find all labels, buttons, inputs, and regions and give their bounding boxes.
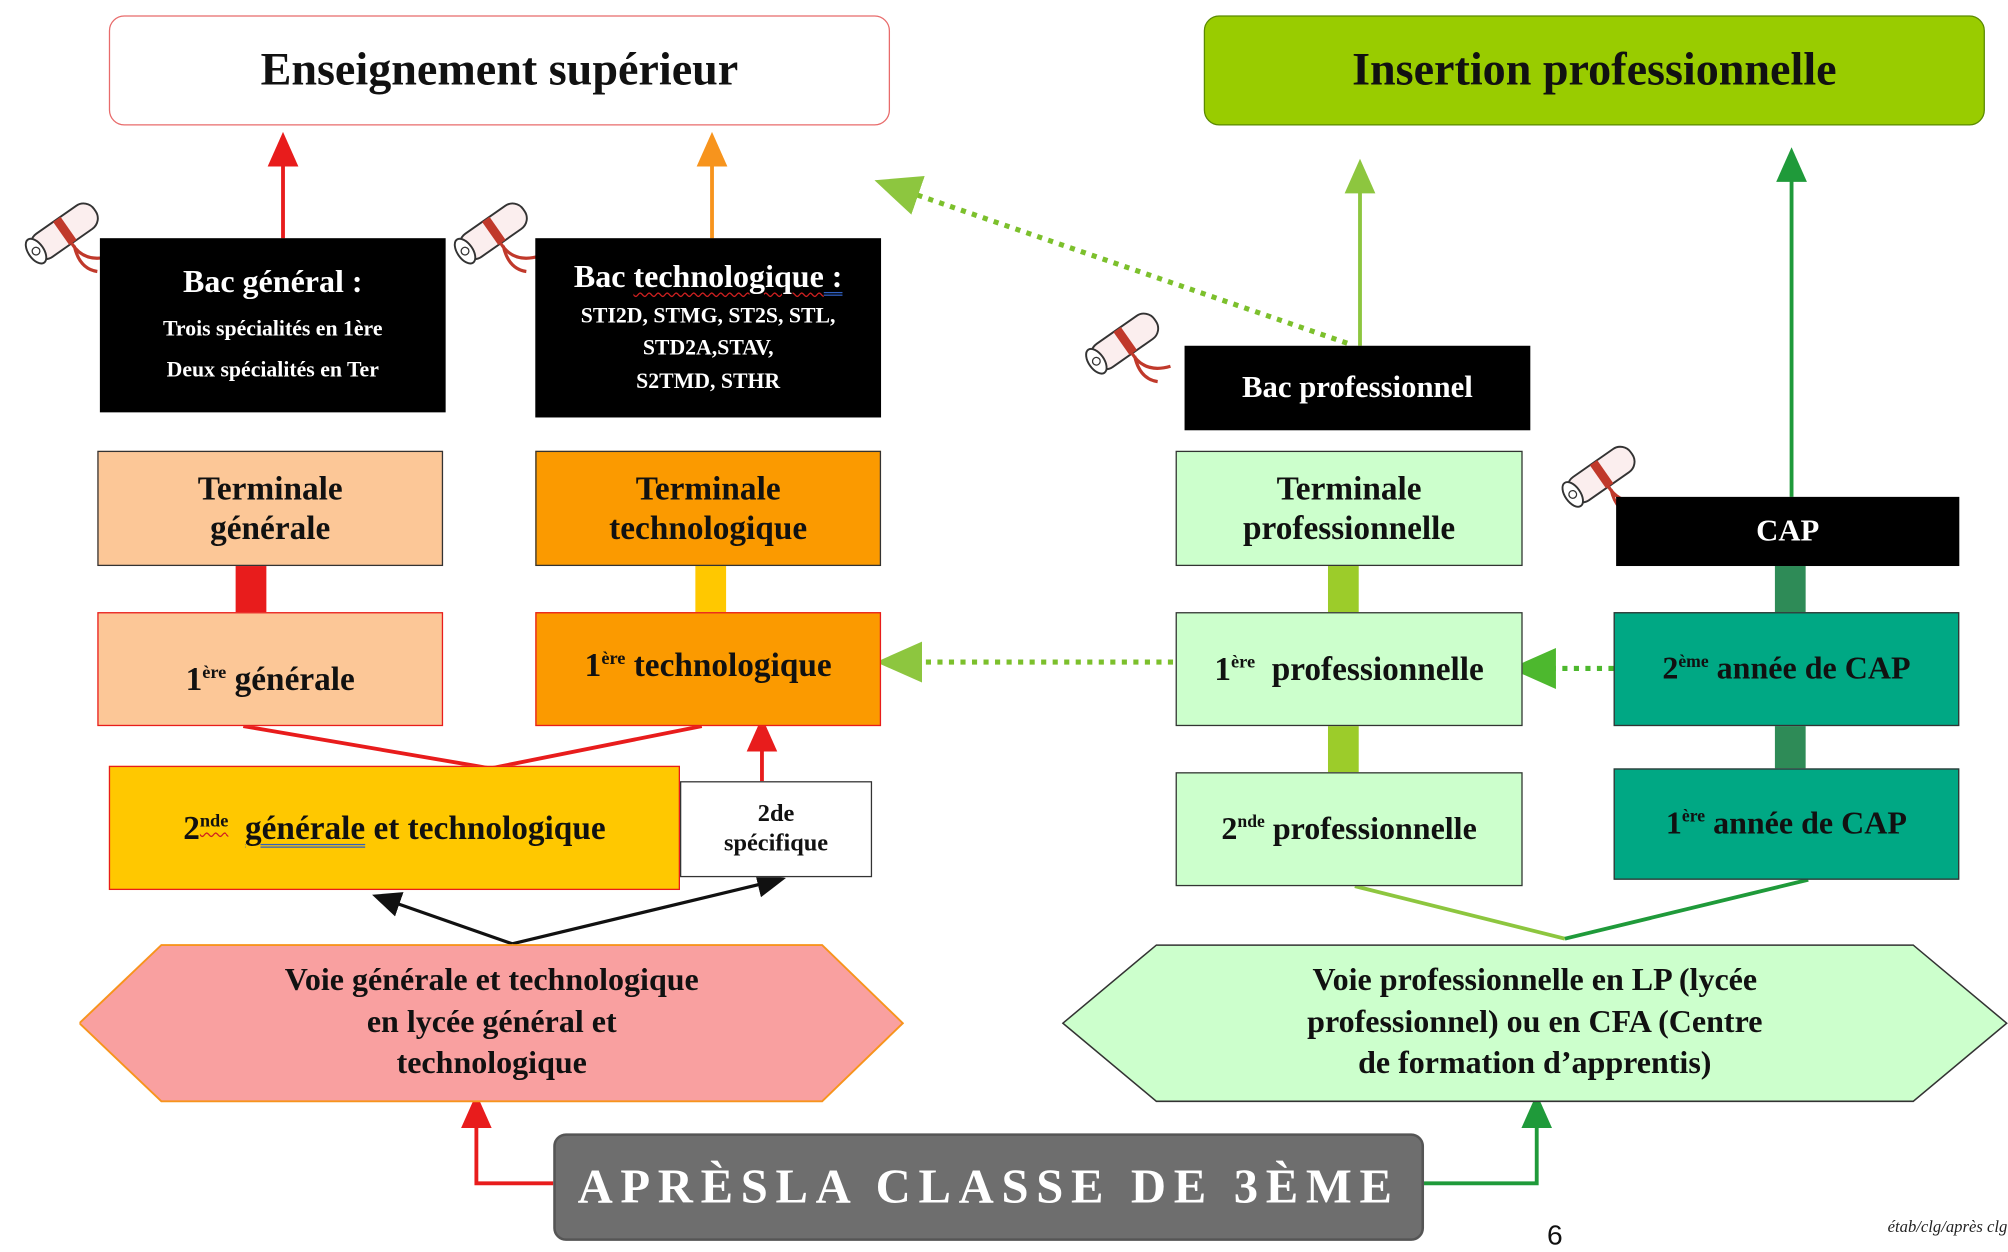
- terminale-technologique-box: Terminale technologique: [535, 450, 882, 567]
- voie-gt-line2: en lycée général et: [366, 1004, 617, 1040]
- premiere-generale-label: 1ère générale: [185, 660, 355, 698]
- link-term-gen-first-gen: [235, 566, 267, 613]
- link-cap1-voie: [1564, 877, 1809, 941]
- bac-general-title: Bac général :: [182, 264, 363, 300]
- terminale-generale-line2: générale: [210, 509, 331, 547]
- bac-techno-line3: S2TMD, STHR: [636, 368, 781, 393]
- header-employment: Insertion professionnelle: [1203, 15, 1985, 126]
- voie-gt-line3: technologique: [396, 1046, 587, 1082]
- hexagon-shape: [1061, 944, 2008, 1103]
- diploma-scroll-icon: [1561, 445, 1648, 517]
- seconde-gt-label: 2nde générale et technologique: [183, 809, 606, 847]
- premiere-professionnelle-box: 1ère professionnelle: [1175, 612, 1523, 727]
- arrow-voie-to-seconde-gt: [372, 892, 513, 946]
- voie-pro-line3: de formation d’apprentis): [1358, 1046, 1712, 1082]
- arrow-apres-to-voie-pro: [1424, 1093, 1553, 1186]
- link-term-tech-first-tech: [695, 566, 727, 613]
- terminale-professionnelle-line2: professionnelle: [1243, 509, 1456, 547]
- apres-classe-3eme-banner: APRÈSLA CLASSE DE 3ÈME: [553, 1133, 1425, 1241]
- seconde-specifique-line1: 2de: [757, 799, 795, 827]
- header-higher-education: Enseignement supérieur: [108, 15, 891, 126]
- bac-general-box: Bac général : Trois spécialités en 1ère …: [99, 238, 446, 413]
- link-second-pro-voie: [1354, 884, 1566, 941]
- seconde-pro-label: 2nde professionnelle: [1221, 810, 1477, 846]
- cap-first-year-label: 1ère année de CAP: [1665, 805, 1907, 841]
- voie-gt-label: Voie générale et technologique en lycée …: [79, 944, 904, 1103]
- arrow-apres-to-voie-gt: [461, 1093, 554, 1186]
- apres-classe-3eme-label: APRÈSLA CLASSE DE 3ÈME: [577, 1160, 1400, 1215]
- bac-techno-title: Bac technologique :: [574, 258, 843, 296]
- seconde-specifique-box: 2de spécifique: [679, 781, 873, 878]
- voie-professionnelle-hexagon: Voie professionnelle en LP (lycée profes…: [1061, 944, 2008, 1103]
- diploma-scroll-icon: [1085, 312, 1171, 384]
- cap-first-year-box: 1ère année de CAP: [1613, 768, 1960, 880]
- hexagon-shape: [79, 944, 905, 1103]
- bac-general-line1: Trois spécialités en 1ère: [163, 315, 383, 341]
- link-seconde-first-gen: [242, 724, 703, 771]
- premiere-technologique-label: 1ère technologique: [584, 646, 832, 684]
- bac-techno-line2: STD2A,STAV,: [642, 335, 774, 361]
- link-cap-cap2: [1774, 566, 1806, 613]
- arrow-voie-to-seconde-spec: [511, 872, 786, 946]
- voie-generale-technologique-hexagon: Voie générale et technologique en lycée …: [79, 944, 905, 1103]
- terminale-professionnelle-box: Terminale professionnelle: [1175, 450, 1523, 567]
- voie-gt-line1: Voie générale et technologique: [284, 963, 699, 998]
- bac-pro-box: Bac professionnel: [1184, 345, 1531, 431]
- footer-reference: étab/clg/après clg: [1887, 1216, 2008, 1236]
- page-number: 6: [1546, 1219, 1563, 1252]
- terminale-generale-line1: Terminale: [197, 469, 343, 507]
- terminale-generale-box: Terminale générale: [97, 450, 444, 567]
- cap-second-year-box: 2ème année de CAP: [1613, 612, 1960, 727]
- bac-techno-title-b: technologique: [633, 259, 824, 295]
- premiere-professionnelle-label: 1ère professionnelle: [1214, 650, 1484, 688]
- bac-techno-title-a: Bac: [573, 259, 634, 295]
- voie-pro-label: Voie professionnelle en LP (lycée profes…: [1062, 944, 2008, 1103]
- seconde-gt-box: 2nde générale et technologique: [108, 765, 680, 891]
- bac-general-line2: Deux spécialités en Ter: [166, 357, 379, 382]
- diploma-scroll-icon: [24, 202, 111, 274]
- link-term-pro-first-pro: [1327, 566, 1359, 613]
- cap-box: CAP: [1616, 496, 1960, 567]
- diploma-scroll-icon: [453, 202, 540, 274]
- bac-techno-box: Bac technologique : STI2D, STMG, ST2S, S…: [535, 238, 882, 418]
- terminale-technologique-line1: Terminale: [635, 469, 781, 507]
- cap-second-year-label: 2ème année de CAP: [1662, 650, 1911, 686]
- terminale-technologique-line2: technologique: [609, 509, 808, 547]
- bac-techno-title-c: :: [823, 259, 843, 295]
- premiere-technologique-box: 1ère technologique: [535, 612, 882, 727]
- voie-pro-line2: professionnel) ou en CFA (Centre: [1307, 1004, 1763, 1040]
- premiere-generale-box: 1ère générale: [97, 612, 444, 727]
- terminale-professionnelle-line1: Terminale: [1276, 469, 1422, 507]
- voie-pro-line1: Voie professionnelle en LP (lycée: [1312, 963, 1758, 998]
- seconde-specifique-line2: spécifique: [723, 829, 829, 857]
- link-cap2-cap1: [1774, 726, 1806, 769]
- bac-techno-line1: STI2D, STMG, ST2S, STL,: [580, 303, 836, 328]
- seconde-pro-box: 2nde professionnelle: [1175, 772, 1523, 887]
- link-first-pro-second-pro: [1327, 726, 1359, 773]
